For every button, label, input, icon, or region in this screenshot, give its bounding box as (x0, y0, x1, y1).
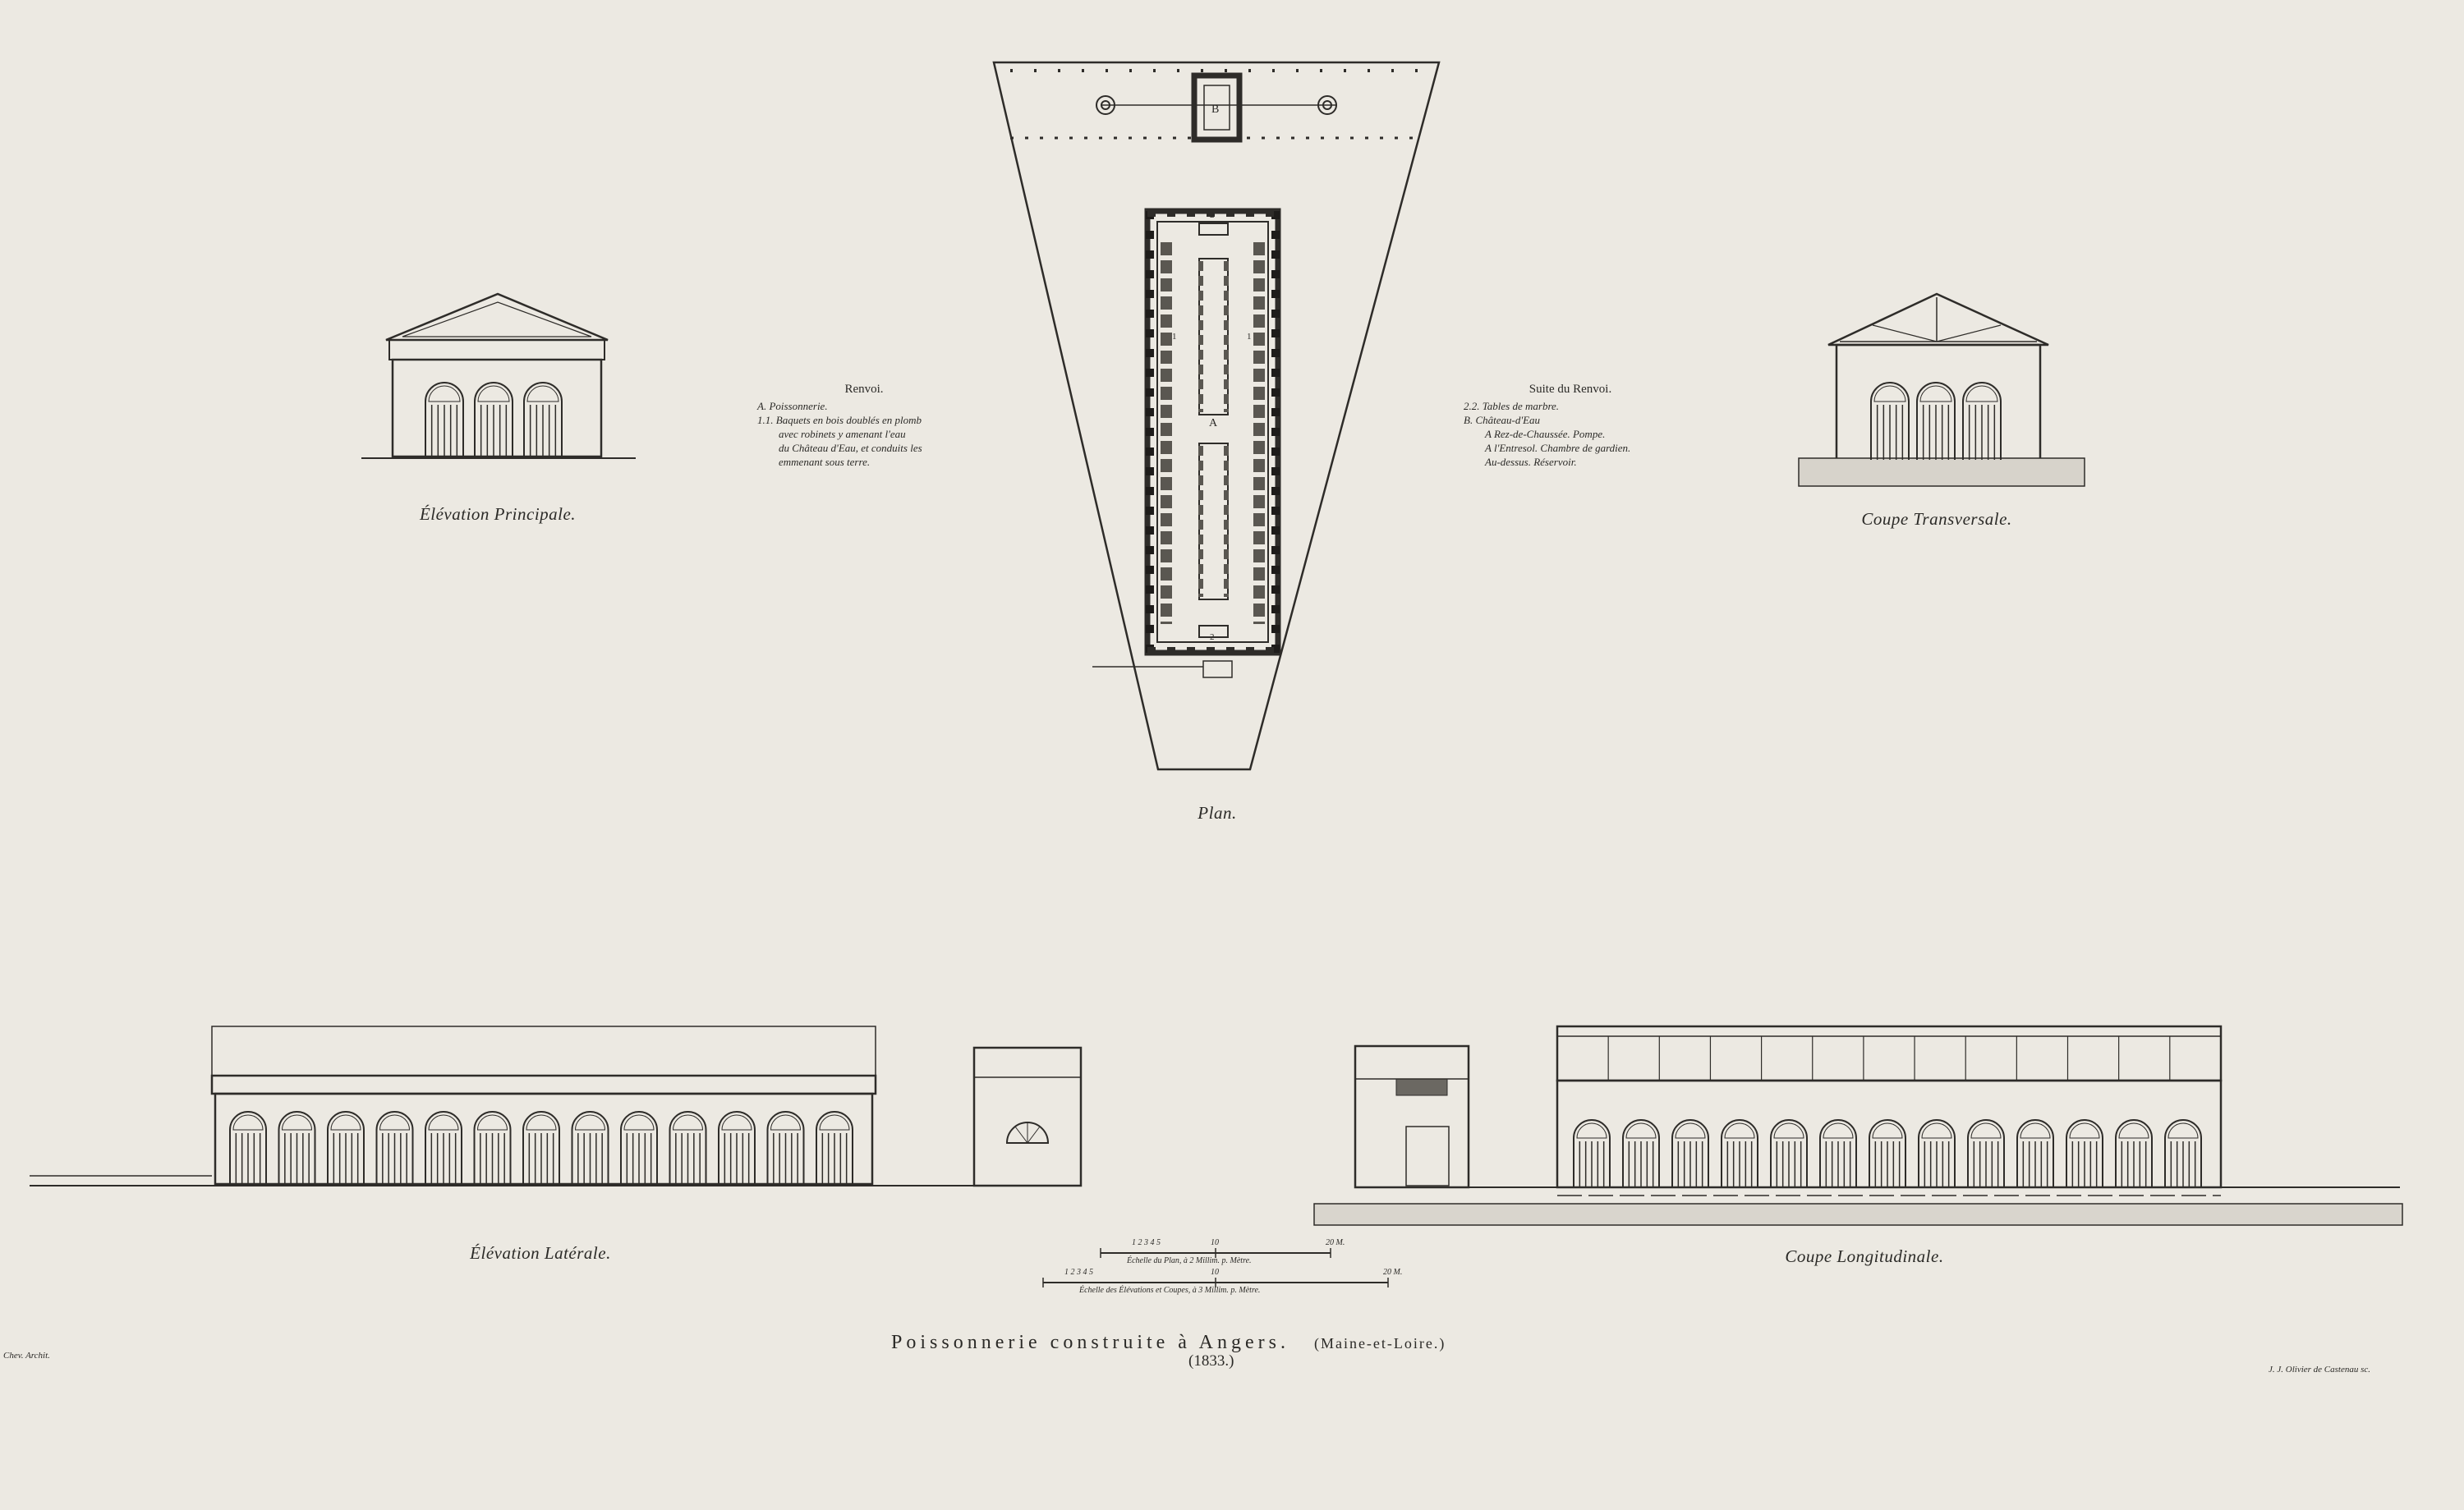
plan-label-2-north: 2 (1210, 210, 1215, 220)
fountain-right (1317, 95, 1337, 115)
arch (375, 1111, 414, 1184)
arch (425, 382, 464, 457)
arch (1770, 1119, 1808, 1187)
plate-title-main: Poissonnerie construite à Angers. (891, 1332, 1289, 1353)
legend-suite-line: B. Château-d'Eau (1464, 414, 1541, 426)
scale-elev-ten: 10 (1211, 1268, 1219, 1277)
legend-suite-renvoi: Suite du Renvoi. 2.2. Tables de marbre. … (1464, 383, 1677, 469)
arch (229, 1111, 267, 1184)
arch (474, 382, 513, 457)
site-plan (992, 61, 1441, 771)
arch (1918, 1119, 1956, 1187)
caption-coupe-longitudinale: Coupe Longitudinale. (1785, 1246, 1944, 1266)
arch (2066, 1119, 2103, 1187)
legend-renvoi-line: A. Poissonnerie. (757, 400, 828, 412)
site-boundary (992, 61, 1441, 771)
scale-elev-ticks: 1 2 3 4 5 (1064, 1268, 1093, 1277)
scale-elev-unit: 20 M. (1383, 1268, 1403, 1277)
arch (522, 1111, 560, 1184)
arch (1962, 382, 2002, 460)
arch (2016, 1119, 2054, 1187)
credit-architect: Chev. Archit. (3, 1351, 50, 1361)
fountain-left (1096, 95, 1115, 115)
legend-renvoi-line: 1.1. Baquets en bois doublés en plomb (757, 414, 922, 426)
scale-plan-ticks: 1 2 3 4 5 (1132, 1238, 1161, 1247)
arch (1870, 382, 1910, 460)
arch (1721, 1119, 1758, 1187)
plan-label-a: A (1209, 417, 1218, 429)
arch (2115, 1119, 2153, 1187)
legend-renvoi-line: avec robinets y amenant l'eau (779, 428, 906, 440)
arch (278, 1111, 316, 1184)
arch (816, 1111, 853, 1184)
scale-plan-ten: 10 (1211, 1238, 1219, 1247)
arch (718, 1111, 756, 1184)
arch (766, 1111, 805, 1184)
legend-suite-heading: Suite du Renvoi. (1529, 383, 1612, 396)
legend-suite-line: Au-dessus. Réservoir. (1485, 456, 1577, 468)
marble-table-south (1198, 443, 1229, 600)
plate-year: (1833.) (1188, 1352, 1234, 1370)
chateau-d-eau-plan (1191, 72, 1243, 143)
caption-elevation-principale: Élévation Principale. (419, 504, 577, 524)
arch (1573, 1119, 1611, 1187)
legend-renvoi-line: du Château d'Eau, et conduits les (779, 442, 922, 454)
plan-label-b: B (1211, 103, 1220, 116)
arch (669, 1111, 707, 1184)
arch (1916, 382, 1956, 460)
arch (1819, 1119, 1857, 1187)
credit-engraver: J. J. Olivier de Castenau sc. (2269, 1365, 2371, 1375)
arch (425, 1111, 462, 1184)
caption-plan: Plan. (1198, 803, 1237, 823)
arch (1869, 1119, 1906, 1187)
elevation-principale (361, 292, 636, 459)
arch (1622, 1119, 1660, 1187)
scale-plan-text: Échelle du Plan, à 2 Millim. p. Mètre. (1127, 1256, 1252, 1265)
plan-label-2-south: 2 (1210, 632, 1215, 642)
scale-plan-unit: 20 M. (1326, 1238, 1345, 1247)
legend-suite-line: A Rez-de-Chaussée. Pompe. (1485, 428, 1606, 440)
plan-label-1-east: 1 (1247, 332, 1252, 342)
caption-elevation-laterale: Élévation Latérale. (470, 1243, 611, 1263)
elevation-laterale (30, 1026, 1083, 1187)
legend-suite-line: 2.2. Tables de marbre. (1464, 400, 1560, 412)
plate-title-place: (Maine-et-Loire.) (1313, 1335, 1446, 1352)
plan-label-1-west: 1 (1172, 332, 1177, 342)
arch (1967, 1119, 2005, 1187)
marble-table-north (1198, 258, 1229, 415)
arch (473, 1111, 512, 1184)
plate-title: Poissonnerie construite à Angers. (Maine… (891, 1332, 1446, 1354)
coupe-longitudinale (1313, 1025, 2403, 1226)
legend-renvoi: Renvoi. A. Poissonnerie. 1.1. Baquets en… (757, 383, 971, 469)
legend-renvoi-line: emmenant sous terre. (779, 456, 871, 468)
coupe-transversale (1798, 292, 2085, 487)
arch (1671, 1119, 1709, 1187)
arch (2164, 1119, 2202, 1187)
scale-bars (1042, 1248, 1389, 1287)
arch (523, 382, 563, 457)
legend-suite-line: A l'Entresol. Chambre de gardien. (1485, 442, 1631, 454)
arch (620, 1111, 658, 1184)
legend-renvoi-heading: Renvoi. (844, 383, 884, 396)
caption-coupe-transversale: Coupe Transversale. (1861, 509, 2012, 529)
chateau-d-eau-elevation (972, 1046, 1083, 1187)
scale-elev-text: Échelle des Élévations et Coupes, à 3 Mi… (1079, 1286, 1261, 1295)
arch (327, 1111, 365, 1184)
arch (571, 1111, 609, 1184)
